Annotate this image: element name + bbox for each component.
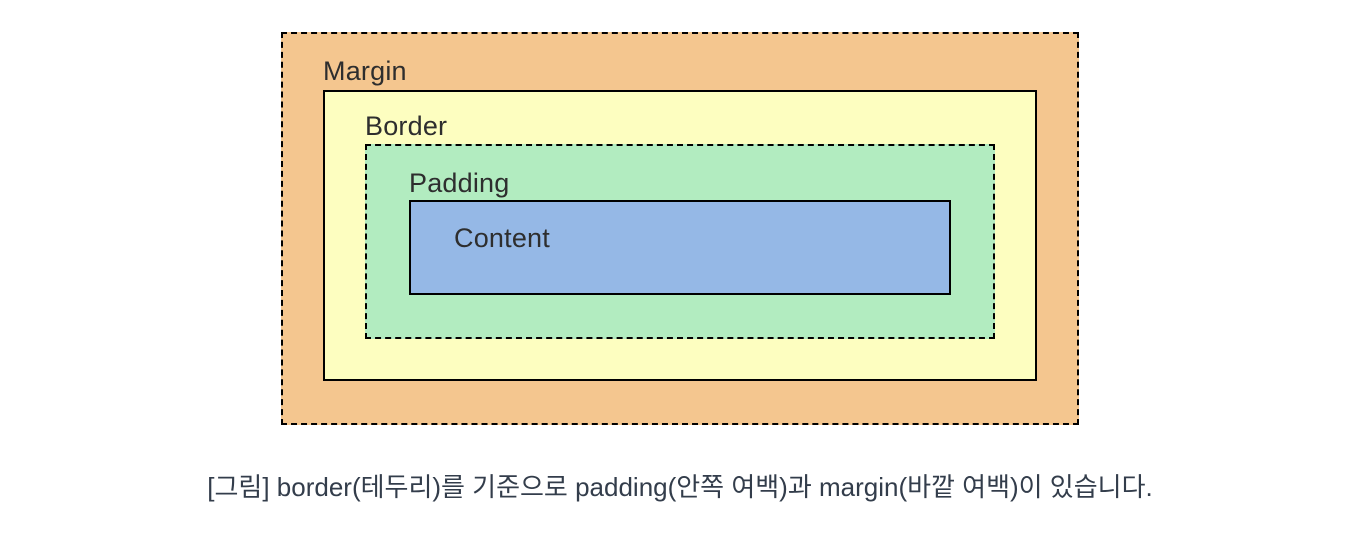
padding-label: Padding xyxy=(409,168,510,198)
content-box: Content xyxy=(409,200,951,295)
figure-caption: [그림] border(테두리)를 기준으로 padding(안쪽 여백)과 m… xyxy=(207,472,1153,502)
box-model-diagram: Margin Border Padding Content xyxy=(281,32,1079,425)
border-box: Border Padding Content xyxy=(323,90,1037,381)
border-label: Border xyxy=(365,111,448,141)
content-label: Content xyxy=(454,223,550,253)
margin-box: Margin Border Padding Content xyxy=(281,32,1079,425)
padding-box: Padding Content xyxy=(365,144,995,339)
margin-label: Margin xyxy=(323,56,407,86)
